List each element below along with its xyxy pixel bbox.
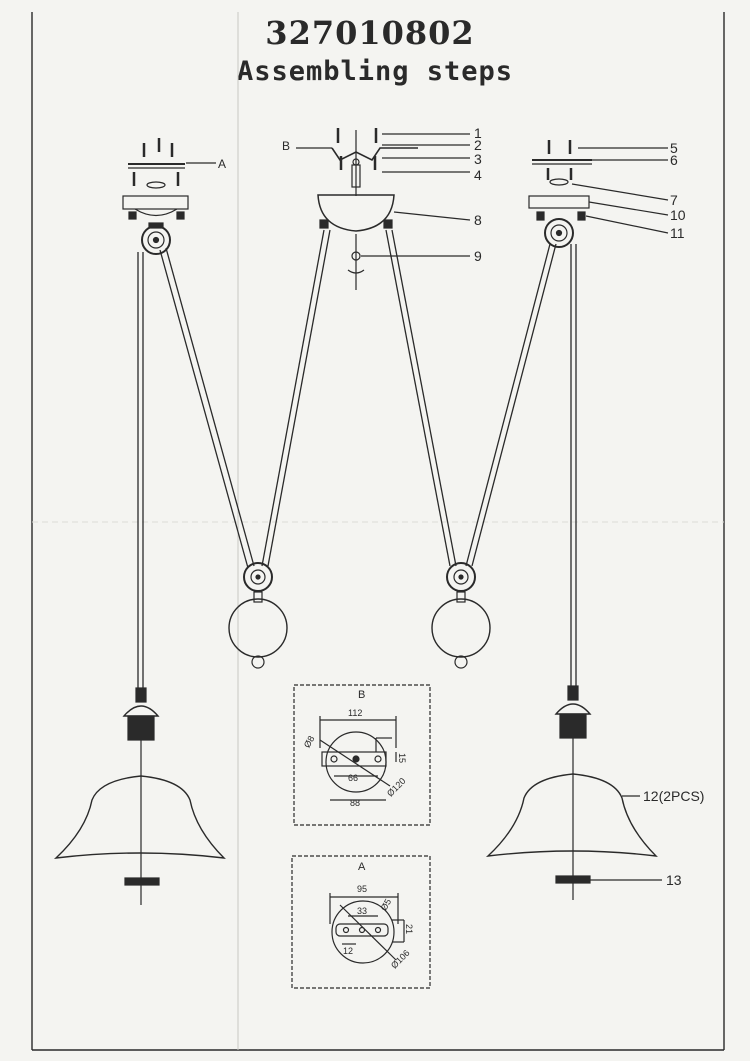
detail-b-dimensions: B 112 Ø8 66 88 Ø120 15 (302, 689, 408, 808)
detail-a-title: A (358, 861, 366, 873)
left-canopy (122, 195, 189, 220)
callout-9: 9 (474, 248, 482, 264)
page-frame (31, 12, 725, 1051)
view-b-marker: B (282, 139, 290, 153)
dim-b-88: 88 (350, 798, 360, 808)
callout-5: 5 (670, 140, 678, 156)
dim-b-d8: Ø8 (302, 734, 317, 749)
callout-3: 3 (474, 151, 482, 167)
dim-a-d106: Ø106 (389, 948, 412, 971)
detail-b-title: B (358, 689, 365, 701)
detail-a-box (291, 855, 431, 989)
assembly-title: Assembling steps (236, 56, 514, 87)
right-mounting-plate (532, 140, 669, 201)
left-lamp-assembly (53, 687, 226, 905)
left-counterweight (228, 562, 288, 669)
detail-b-box (293, 684, 431, 826)
callout-2: 2 (474, 137, 482, 153)
callout-1: 1 (474, 125, 482, 141)
callout-labels: 1 2 3 4 5 6 7 8 9 10 11 12(2PCS) 13 A B (218, 125, 704, 888)
dim-a-12: 12 (343, 946, 353, 956)
callout-13: 13 (666, 872, 682, 888)
callout-4: 4 (474, 167, 482, 183)
right-lamp-assembly (485, 685, 662, 900)
callout-11: 11 (670, 225, 685, 241)
center-canopy (317, 194, 471, 290)
right-counterweight (431, 562, 491, 669)
dim-b-112: 112 (348, 708, 362, 718)
suspension-cables (137, 229, 577, 688)
callout-10: 10 (670, 207, 686, 223)
model-number: 327010802 (265, 14, 475, 52)
dim-a-d5: Ø5 (379, 897, 394, 912)
callout-12: 12(2PCS) (643, 788, 704, 804)
dim-b-d120: Ø120 (385, 776, 408, 799)
dim-a-33: 33 (357, 906, 367, 916)
callout-7: 7 (670, 192, 678, 208)
left-pulley (141, 222, 171, 255)
view-a-marker: A (218, 157, 226, 171)
dim-b-15: 15 (397, 753, 407, 763)
center-bracket (296, 128, 470, 196)
dim-a-95: 95 (357, 884, 367, 894)
dim-b-66: 66 (348, 773, 358, 783)
dim-a-21: 21 (404, 924, 414, 934)
right-canopy (528, 195, 669, 234)
right-pulley (544, 218, 574, 248)
callout-8: 8 (474, 212, 482, 228)
callout-6: 6 (670, 152, 678, 168)
left-mounting-plate (128, 138, 216, 189)
